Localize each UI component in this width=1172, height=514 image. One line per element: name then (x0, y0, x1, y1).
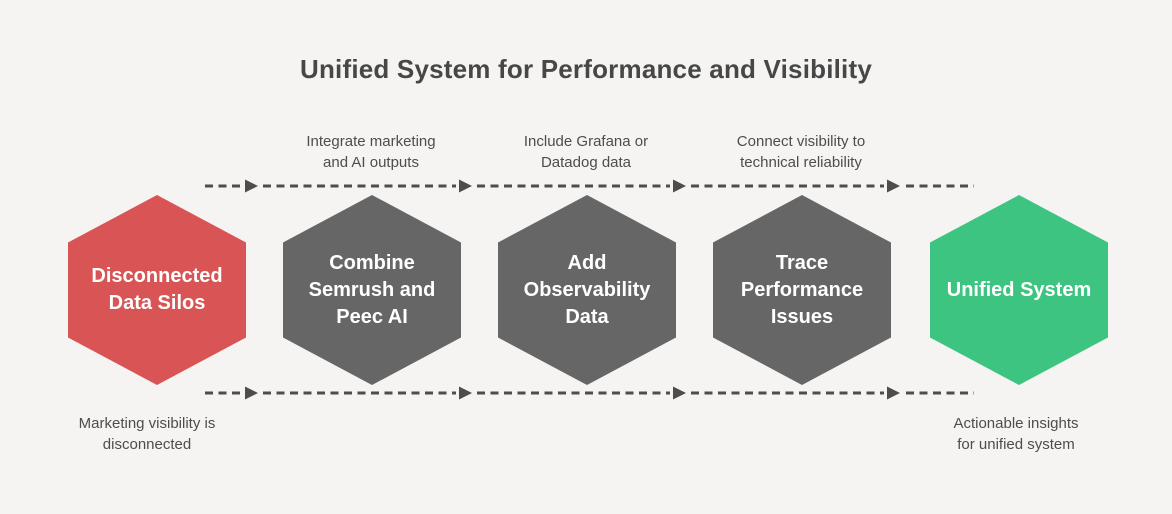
hexagon-combine-semrush-peec-ai: Combine Semrush and Peec AI (283, 195, 461, 385)
hexagon-trace-performance-issues: Trace Performance Issues (713, 195, 891, 385)
hexagon-label: Unified System (946, 278, 1092, 301)
top-dashed-arrow-line (205, 179, 974, 193)
diagram-title: Unified System for Performance and Visib… (299, 54, 872, 84)
hexagon-label: Add Observability Data (523, 251, 651, 328)
hexagon-label: Trace Performance Issues (740, 251, 864, 328)
arrow-head-icon (245, 386, 258, 400)
bottom-annotation-marketing-visibility: Marketing visibility is disconnected (78, 415, 216, 453)
hexagon-label: Disconnected Data Silos (91, 265, 223, 314)
hexagon-disconnected-data-silos: Disconnected Data Silos (68, 195, 246, 385)
arrow-head-icon (887, 179, 900, 193)
arrow-head-icon (887, 386, 900, 400)
hexagon-label: Combine Semrush and Peec AI (308, 251, 436, 328)
top-annotation-integrate-marketing: Integrate marketing and AI outputs (306, 133, 436, 171)
arrow-head-icon (673, 386, 686, 400)
arrow-head-icon (459, 386, 472, 400)
hexagon-add-observability-data: Add Observability Data (498, 195, 676, 385)
bottom-dashed-arrow-line (205, 386, 974, 400)
top-annotation-connect-visibility: Connect visibility to technical reliabil… (736, 133, 866, 171)
top-annotation-include-grafana: Include Grafana or Datadog data (523, 133, 649, 171)
bottom-annotation-actionable-insights: Actionable insights for unified system (953, 415, 1079, 453)
hexagon-unified-system: Unified System (930, 195, 1108, 385)
arrow-head-icon (459, 179, 472, 193)
arrow-head-icon (245, 179, 258, 193)
arrow-head-icon (673, 179, 686, 193)
